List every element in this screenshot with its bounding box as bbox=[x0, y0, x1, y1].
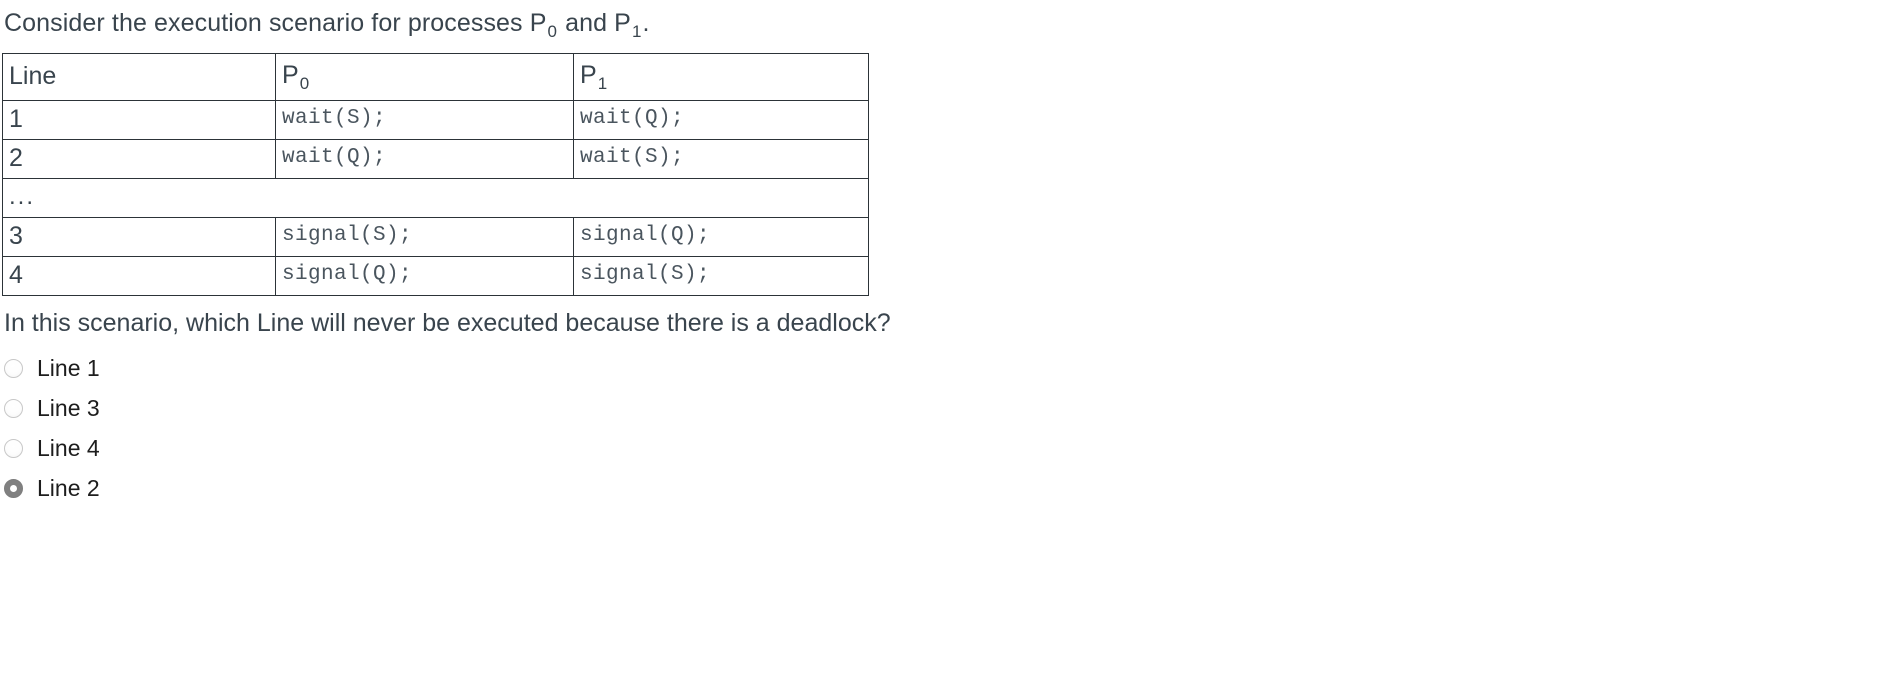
prompt-text-before: Consider the execution scenario for proc… bbox=[4, 9, 547, 37]
cell-p1-code: signal(Q); bbox=[573, 217, 869, 257]
prompt-subscript-1: 1 bbox=[631, 22, 642, 41]
prompt-text-after: . bbox=[642, 9, 650, 37]
column-header-p0-subscript: 0 bbox=[299, 73, 310, 93]
table-row-ellipsis: ... bbox=[2, 178, 869, 218]
cell-p0-code: signal(S); bbox=[275, 217, 574, 257]
column-header-p0-base: P bbox=[282, 60, 299, 89]
table-row: 3 signal(S); signal(Q); bbox=[2, 217, 869, 257]
option-row-2[interactable]: Line 3 bbox=[4, 388, 1900, 428]
table-row: 1 wait(S); wait(Q); bbox=[2, 100, 869, 140]
column-header-p1: P1 bbox=[573, 53, 869, 101]
column-header-line: Line bbox=[2, 53, 276, 101]
cell-p0-code: wait(S); bbox=[275, 100, 574, 140]
prompt-subscript-0: 0 bbox=[547, 22, 558, 41]
cell-line-number: 3 bbox=[2, 217, 276, 257]
option-label: Line 2 bbox=[37, 475, 100, 501]
cell-p0-code: wait(Q); bbox=[275, 139, 574, 179]
option-label: Line 3 bbox=[37, 395, 100, 421]
cell-p1-code: wait(S); bbox=[573, 139, 869, 179]
option-label: Line 4 bbox=[37, 435, 100, 461]
scenario-table-wrapper: Line P0 P1 1 wait(S); wait(Q); 2 wait(Q)… bbox=[2, 53, 869, 296]
table-row: 2 wait(Q); wait(S); bbox=[2, 139, 869, 179]
column-header-p1-subscript: 1 bbox=[597, 73, 608, 93]
table-header-row: Line P0 P1 bbox=[2, 53, 869, 101]
cell-p1-code: wait(Q); bbox=[573, 100, 869, 140]
cell-line-number: 2 bbox=[2, 139, 276, 179]
cell-p0-code: signal(Q); bbox=[275, 256, 574, 296]
radio-button-icon[interactable] bbox=[4, 398, 23, 418]
radio-button-icon[interactable] bbox=[4, 358, 23, 378]
radio-button-selected-icon[interactable] bbox=[4, 478, 23, 498]
column-header-p1-base: P bbox=[580, 60, 597, 89]
option-row-3[interactable]: Line 4 bbox=[4, 428, 1900, 468]
prompt-text-mid: and P bbox=[558, 9, 631, 37]
cell-line-number: 4 bbox=[2, 256, 276, 296]
ellipsis-cell: ... bbox=[2, 178, 869, 218]
cell-line-number: 1 bbox=[2, 100, 276, 140]
table-row: 4 signal(Q); signal(S); bbox=[2, 256, 869, 296]
question-text: In this scenario, which Line will never … bbox=[4, 309, 891, 337]
answer-options-list: Line 1 Line 3 Line 4 Line 2 bbox=[4, 348, 1900, 508]
radio-button-icon[interactable] bbox=[4, 438, 23, 458]
execution-scenario-table: Line P0 P1 1 wait(S); wait(Q); 2 wait(Q)… bbox=[2, 53, 869, 296]
column-header-p0: P0 bbox=[275, 53, 574, 101]
option-row-4[interactable]: Line 2 bbox=[4, 468, 1900, 508]
option-row-1[interactable]: Line 1 bbox=[4, 348, 1900, 388]
question-prompt: Consider the execution scenario for proc… bbox=[0, 0, 1900, 41]
cell-p1-code: signal(S); bbox=[573, 256, 869, 296]
option-label: Line 1 bbox=[37, 355, 100, 381]
